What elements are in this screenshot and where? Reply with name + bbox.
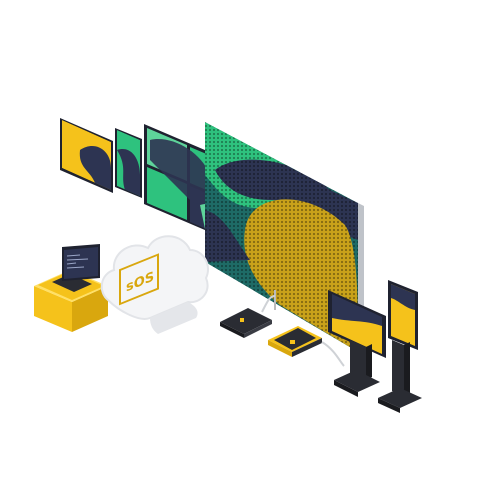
media-player-icon [220, 295, 276, 338]
monitor-icon [60, 118, 113, 193]
media-player-icon [268, 326, 345, 367]
kiosk-icon [328, 290, 386, 397]
led-wall-icon [205, 122, 364, 356]
kiosk-icon [378, 280, 422, 413]
laptop-icon [34, 244, 108, 332]
cloud-icon: sOS [100, 235, 209, 334]
monitor-icon [115, 128, 142, 198]
